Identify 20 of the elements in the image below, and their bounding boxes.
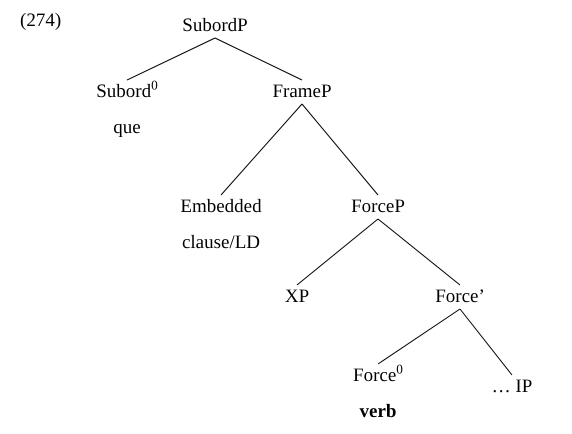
node-label: XP	[284, 285, 310, 309]
node-label: Subord$^{0}$	[96, 76, 158, 104]
tree-branch	[214, 38, 302, 80]
tree-branch	[378, 218, 460, 286]
node-label: Force’	[435, 285, 485, 309]
node-label: … IP	[492, 375, 532, 399]
example-number: (274)	[20, 10, 62, 32]
node-label: que	[112, 116, 142, 140]
tree-branch	[126, 38, 216, 80]
tree-branch	[302, 104, 378, 196]
node-label: ForceP	[351, 195, 405, 219]
node-label: Force$^{0}$	[353, 360, 403, 388]
tree-branch	[220, 104, 302, 196]
node-label: verb	[358, 400, 398, 424]
tree-branch	[460, 308, 512, 376]
tree-branch	[378, 308, 460, 364]
node-label: SubordP	[182, 14, 248, 38]
tree-branch	[296, 218, 378, 286]
node-label: FrameP	[272, 80, 332, 104]
node-label: Embedded clause/LD	[179, 195, 263, 255]
